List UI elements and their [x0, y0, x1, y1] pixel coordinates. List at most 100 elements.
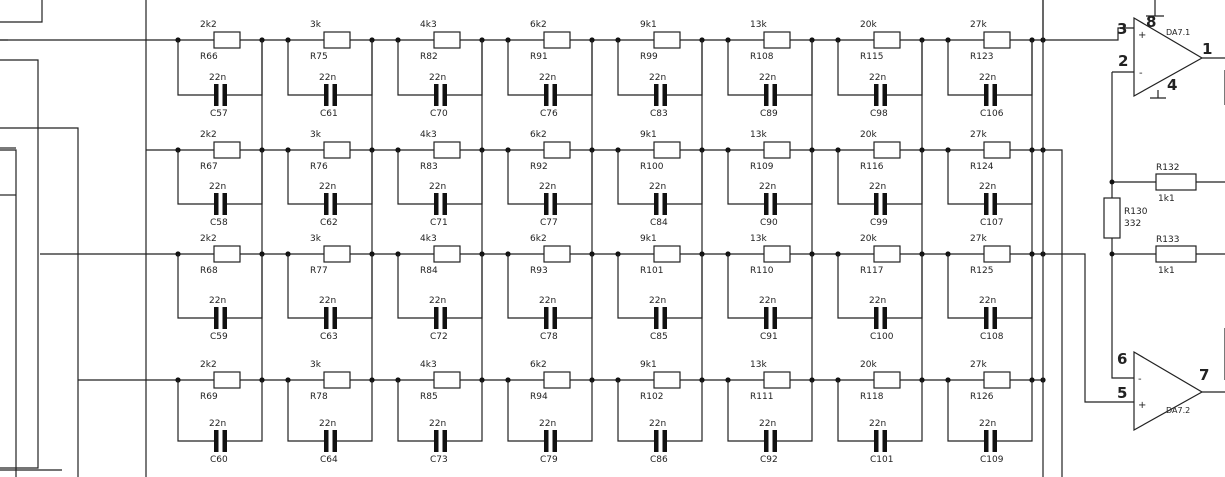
resistor-ref: R85	[420, 392, 438, 402]
capacitor-ref: C78	[540, 332, 558, 342]
capacitor-plate	[764, 84, 769, 106]
capacitor-value: 22n	[429, 296, 446, 306]
capacitor-ref: C100	[870, 332, 894, 342]
resistor	[543, 371, 571, 389]
capacitor-plate	[662, 430, 667, 452]
resistor-ref: R133	[1156, 235, 1179, 245]
resistor-value: 1k1	[1158, 266, 1175, 276]
capacitor-value: 22n	[869, 296, 886, 306]
cap-wire	[397, 40, 434, 96]
opamp-sign: -	[1138, 374, 1142, 385]
resistor	[543, 141, 571, 159]
capacitor-ref: C63	[320, 332, 338, 342]
cap-wire	[177, 150, 214, 205]
right-wiring	[1043, 0, 1225, 477]
cap-wire	[617, 40, 654, 96]
resistor	[873, 141, 901, 159]
resistor-ref: R83	[420, 162, 438, 172]
filter-row: 2k2R6822nC593kR7722nC634k3R8422nC726k2R9…	[146, 234, 1046, 380]
resistor	[983, 371, 1011, 389]
opamp-sign: +	[1138, 400, 1146, 411]
capacitor-plate	[984, 430, 989, 452]
capacitor-plate	[882, 430, 887, 452]
capacitor-plate	[442, 430, 447, 452]
resistor-value: 9k1	[640, 20, 657, 30]
resistor	[763, 371, 791, 389]
capacitor-plate	[662, 307, 667, 329]
resistor	[873, 371, 901, 389]
resistor	[983, 141, 1011, 159]
capacitor-plate	[882, 84, 887, 106]
resistor-r133	[1155, 245, 1197, 263]
capacitor-plate	[764, 430, 769, 452]
capacitor-plate	[544, 430, 549, 452]
capacitor-plate	[434, 84, 439, 106]
resistor-value: 9k1	[640, 234, 657, 244]
cap-wire	[557, 254, 593, 319]
capacitor-ref: C108	[980, 332, 1004, 342]
capacitor-plate	[552, 84, 557, 106]
resistor	[433, 141, 461, 159]
resistor-ref: R67	[200, 162, 218, 172]
resistor	[323, 31, 351, 49]
cap-wire	[837, 40, 874, 96]
resistor-ref: R109	[750, 162, 774, 172]
resistor-value: 13k	[750, 20, 767, 30]
capacitor-plate	[772, 193, 777, 215]
cap-wire	[947, 380, 984, 442]
opamp-sign: -	[1139, 68, 1143, 79]
cap-wire	[617, 150, 654, 205]
resistor-ref: R130	[1124, 207, 1148, 217]
resistor-ref: R115	[860, 52, 883, 62]
cap-wire	[507, 254, 544, 319]
cap-wire	[947, 40, 984, 96]
capacitor-plate	[332, 193, 337, 215]
resistor-value: 9k1	[640, 130, 657, 140]
cap-wire	[177, 254, 214, 319]
resistor	[763, 141, 791, 159]
capacitor-plate	[222, 430, 227, 452]
capacitor-plate	[654, 430, 659, 452]
resistor-ref: R99	[640, 52, 658, 62]
capacitor-plate	[222, 193, 227, 215]
capacitor-plate	[772, 430, 777, 452]
resistor-ref: R102	[640, 392, 663, 402]
capacitor-plate	[552, 193, 557, 215]
capacitor-ref: C99	[870, 218, 888, 228]
resistor-ref: R77	[310, 266, 328, 276]
cap-wire	[397, 380, 434, 442]
cap-wire	[397, 254, 434, 319]
capacitor-plate	[544, 307, 549, 329]
capacitor-ref: C98	[870, 109, 888, 119]
capacitor-value: 22n	[869, 419, 886, 429]
capacitor-ref: C101	[870, 455, 893, 465]
capacitor-value: 22n	[539, 296, 556, 306]
resistor-value: 1k1	[1158, 194, 1175, 204]
capacitor-value: 22n	[539, 419, 556, 429]
cap-wire	[667, 380, 703, 442]
resistor-ref: R125	[970, 266, 993, 276]
capacitor-ref: C62	[320, 218, 338, 228]
cap-wire	[727, 380, 764, 442]
resistor-value: 6k2	[530, 20, 547, 30]
resistor-value: 13k	[750, 360, 767, 370]
resistor-value: 6k2	[530, 234, 547, 244]
capacitor-ref: C76	[540, 109, 558, 119]
capacitor-plate	[772, 307, 777, 329]
resistor-ref: R75	[310, 52, 328, 62]
cap-wire	[557, 380, 593, 442]
